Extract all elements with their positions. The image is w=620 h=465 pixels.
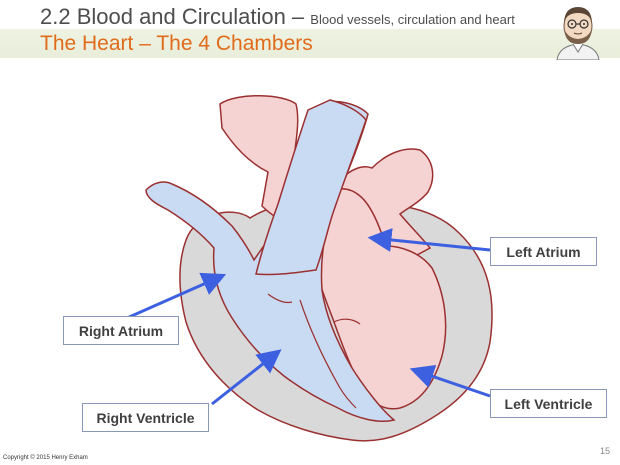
copyright-text: Copyright © 2015 Henry Exham	[3, 455, 88, 461]
header-band	[0, 0, 620, 58]
author-avatar-icon	[556, 7, 600, 60]
slide-subtitle: The Heart – The 4 Chambers	[40, 32, 313, 55]
valve-left	[333, 318, 361, 325]
slide-title: 2.2 Blood and Circulation – Blood vessel…	[40, 4, 515, 30]
page-number: 15	[600, 446, 611, 456]
left-heart	[313, 188, 447, 410]
label-right-atrium: Right Atrium	[63, 316, 179, 345]
slide-title-main: 2.2 Blood and Circulation –	[40, 4, 305, 29]
valve-right	[267, 293, 293, 304]
arrow-left-atrium	[367, 228, 491, 252]
arrow-right-ventricle	[211, 349, 282, 406]
arrow-left-ventricle	[409, 364, 491, 398]
label-left-atrium: Left Atrium	[490, 237, 597, 266]
heart-diagram	[117, 95, 493, 442]
label-left-ventricle: Left Ventricle	[490, 389, 607, 418]
pulmonary-artery	[255, 99, 367, 276]
septum	[299, 299, 357, 409]
arrow-right-atrium	[117, 272, 227, 324]
slide-title-sub: Blood vessels, circulation and heart	[310, 12, 515, 27]
label-right-ventricle: Right Ventricle	[82, 403, 209, 432]
